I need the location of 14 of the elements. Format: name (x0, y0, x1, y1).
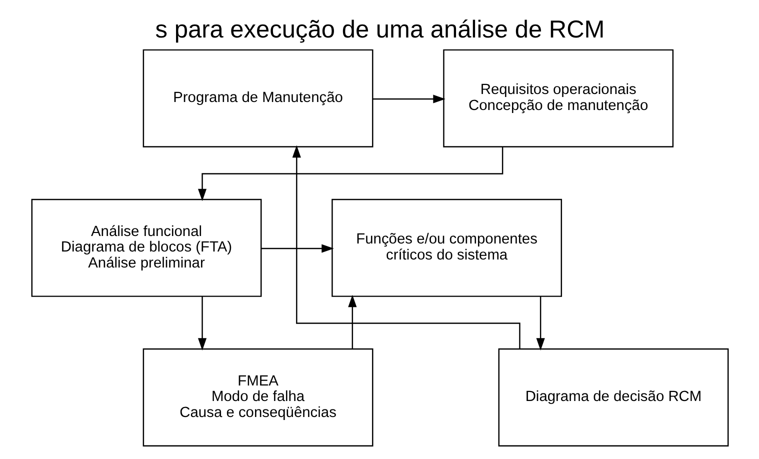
arrow (536, 296, 544, 350)
diagram-title: s para execução de uma análise de RCM (154, 16, 604, 44)
arrow (260, 244, 334, 253)
node-box: Funções e/ou componentes críticos do sistema (331, 198, 562, 297)
arrow (292, 145, 520, 349)
node-box: Programa de Manutenção (142, 49, 373, 148)
arrow (197, 296, 206, 350)
arrow (197, 146, 503, 202)
node-box: Requisitos operacionais Concepção de manutenção (442, 49, 674, 148)
arrow (372, 94, 445, 104)
node-box: Análise funcional Diagrama de blocos (FTA) Análise preliminar (30, 198, 262, 297)
arrow (348, 294, 356, 349)
node-box: Diagrama de decisão RCM (498, 348, 728, 446)
node-box: FMEA Modo de falha Causa e conseqüências (142, 348, 373, 446)
